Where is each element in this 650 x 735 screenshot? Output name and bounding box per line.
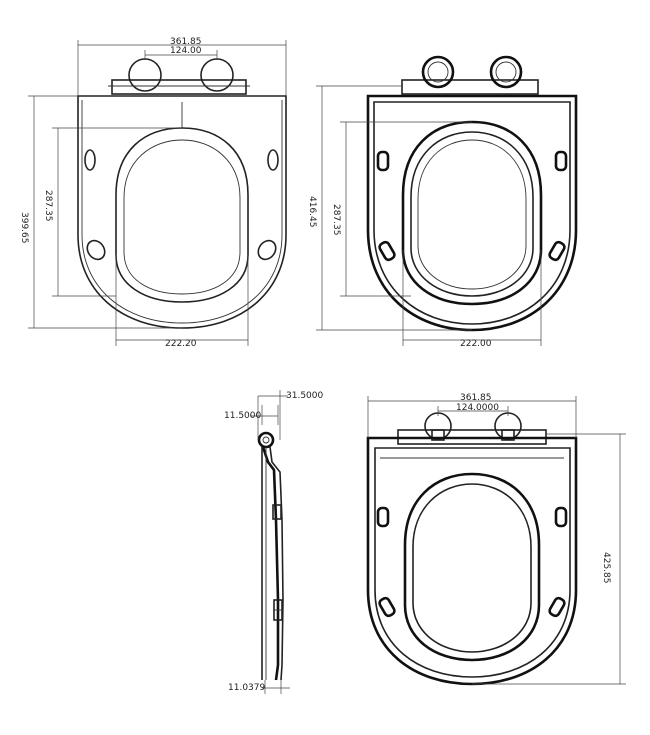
dim-hinge-offset: 11.5000 [224, 411, 261, 421]
bumper [548, 596, 566, 618]
seat-opening [403, 472, 541, 662]
bumper [86, 239, 106, 261]
view-top-right: 416.45 287.35 222.00 [307, 55, 578, 349]
hinge-left [424, 412, 452, 440]
dim-opening-width: 222.00 [460, 339, 492, 349]
side-hinge [257, 431, 275, 449]
hinge-left [421, 55, 455, 89]
bumper [84, 149, 96, 171]
seat-outer [77, 95, 287, 329]
bumper [554, 506, 568, 528]
dim-overall-length: 399.65 [19, 212, 29, 244]
bumper [554, 150, 568, 172]
dim-hinge-spacing: 124.0000 [456, 403, 499, 413]
bumper [257, 239, 277, 261]
seat-opening [115, 127, 249, 303]
dim-overall-length: 425.85 [601, 552, 611, 584]
dim-opening-width: 222.20 [165, 339, 197, 349]
side-profile [261, 446, 280, 681]
bumper [378, 240, 396, 262]
dim-hinge-spacing: 124.00 [170, 46, 202, 56]
hinge-right [494, 412, 522, 440]
dim-overall-length: 416.45 [307, 196, 317, 228]
dim-width: 361.85 [460, 393, 492, 403]
seat-opening [401, 120, 543, 306]
dim-width: 361.85 [170, 37, 202, 47]
dim-base-thickness: 11.0379 [228, 683, 265, 693]
hinge-right [489, 55, 523, 89]
bumper [376, 150, 390, 172]
dim-thickness: 31.5000 [286, 391, 323, 401]
bumper [267, 149, 279, 171]
view-top-left: 361.85 124.00 399.65 287.35 222.20 [19, 37, 287, 349]
view-side: 31.5000 11.5000 11.0379 [224, 390, 323, 694]
hinge-bar [111, 79, 247, 95]
dim-opening-length: 287.35 [43, 190, 53, 222]
hinge-bar [401, 79, 539, 95]
bumper [378, 596, 396, 618]
bumper [376, 506, 390, 528]
seat-outer [366, 94, 578, 332]
dim-opening-length: 287.35 [331, 204, 341, 236]
view-bottom-right: 361.85 124.0000 425.85 [366, 393, 626, 686]
bumper [548, 240, 566, 262]
